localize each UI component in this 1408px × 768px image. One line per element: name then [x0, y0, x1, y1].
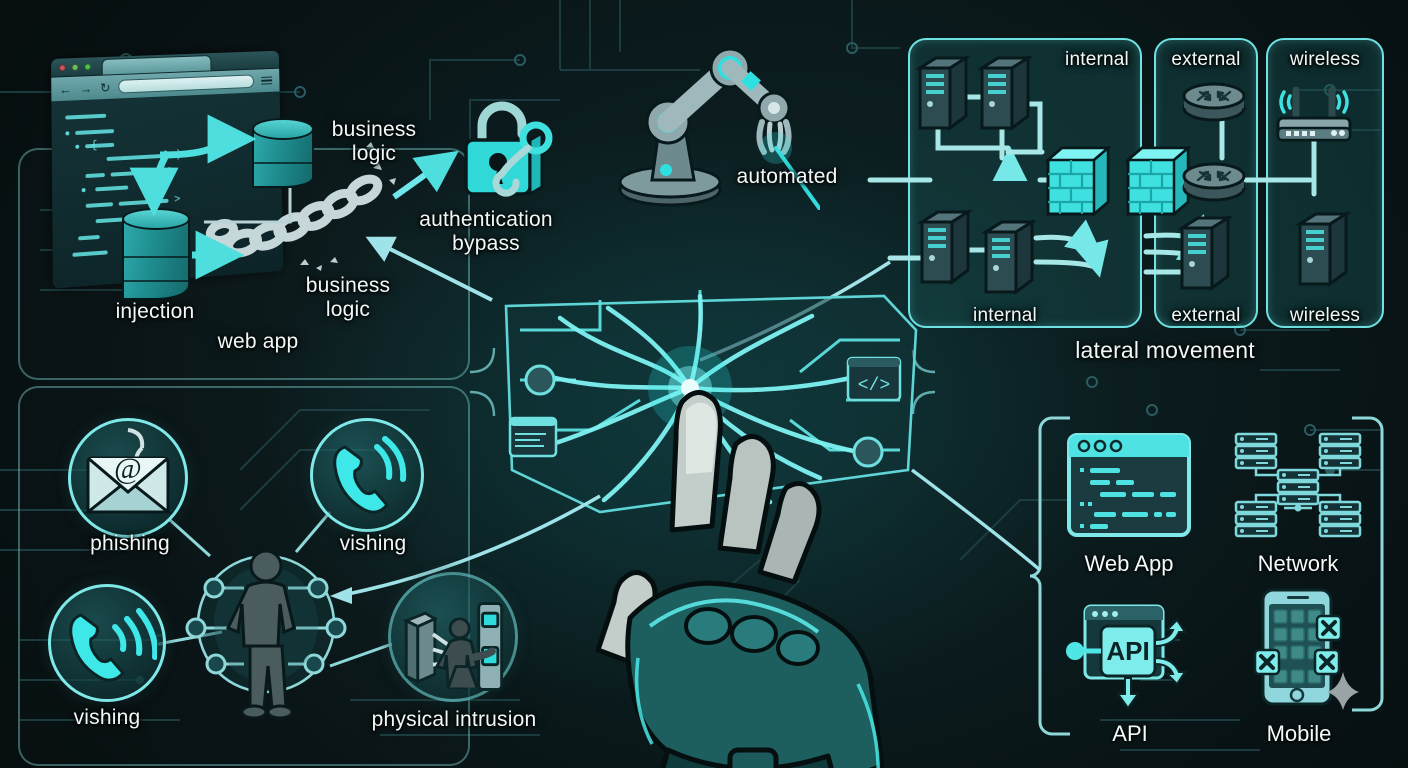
service-tile-network[interactable]: Network [1228, 430, 1368, 577]
service-tile-api-label: API [1112, 721, 1148, 746]
social-node-vishing-left[interactable] [48, 584, 166, 702]
service-tile-web-app[interactable]: Web App [1060, 432, 1198, 577]
network-wireless-top-label: wireless [1289, 49, 1361, 70]
svg-text:API: API [1106, 636, 1149, 666]
network-wireless-bottom-label: wireless [1289, 305, 1361, 326]
forward-arrow-icon[interactable]: → [79, 80, 93, 96]
network-external-top-label: external [1171, 49, 1241, 70]
back-arrow-icon[interactable]: ← [59, 81, 72, 97]
svg-text:@: @ [114, 452, 142, 485]
service-tile-mobile[interactable]: Mobile [1232, 588, 1366, 747]
service-tile-network-label: Network [1257, 551, 1339, 576]
network-group-external [1154, 38, 1258, 328]
server-topology-icon [1234, 432, 1362, 538]
window-close-dot[interactable] [58, 64, 66, 72]
network-external-bottom-label: external [1171, 305, 1241, 326]
label-vishing-right: vishing [339, 532, 407, 555]
robotic-arm-icon [618, 47, 820, 210]
database-top-icon [252, 118, 314, 188]
social-node-vishing-right[interactable] [310, 418, 424, 532]
open-padlock-with-key-icon [464, 101, 553, 197]
label-web-app: web app [217, 330, 299, 353]
label-physical-intrusion: physical intrusion [371, 708, 537, 731]
label-business-logic-top: business logic [331, 118, 417, 165]
hamburger-menu-icon[interactable] [261, 76, 273, 85]
label-business-logic-bottom: business logic [305, 274, 391, 321]
network-internal-bottom-label: internal [973, 305, 1037, 326]
browser-code-window-icon [1067, 433, 1191, 537]
label-vishing-left: vishing [73, 706, 141, 729]
social-node-phishing[interactable]: @ [68, 418, 188, 538]
service-tile-api[interactable]: API API [1062, 604, 1198, 747]
network-group-wireless [1266, 38, 1384, 328]
mobile-phone-vulnerabilities-icon [1253, 588, 1359, 710]
phone-call-waves-icon [69, 608, 157, 682]
window-maximize-dot[interactable] [84, 63, 92, 71]
database-bottom-icon [122, 208, 190, 300]
email-phishing-hook-icon: @ [83, 428, 173, 514]
cyber-hand-touching-circuit-hub-icon [595, 390, 885, 768]
network-group-internal [908, 38, 1142, 328]
network-internal-top-label: internal [1065, 49, 1129, 70]
reload-icon[interactable]: ↻ [99, 79, 111, 95]
address-bar-input[interactable] [118, 74, 255, 94]
label-automated: automated [736, 165, 838, 188]
document-window-icon [508, 416, 558, 458]
social-node-physical-intrusion[interactable] [388, 572, 518, 702]
api-endpoint-icon: API [1066, 604, 1187, 710]
label-injection: injection [115, 300, 195, 323]
phone-call-waves-icon [333, 436, 407, 514]
network-caption-lateral-movement: lateral movement [1075, 337, 1255, 363]
label-authentication-bypass: authentication bypass [419, 208, 553, 255]
service-tile-web-app-label: Web App [1084, 551, 1174, 576]
label-phishing: phishing [90, 532, 170, 555]
window-minimize-dot[interactable] [71, 63, 79, 71]
service-tile-mobile-label: Mobile [1266, 721, 1332, 746]
turnstile-badge-reader-icon [402, 602, 504, 691]
